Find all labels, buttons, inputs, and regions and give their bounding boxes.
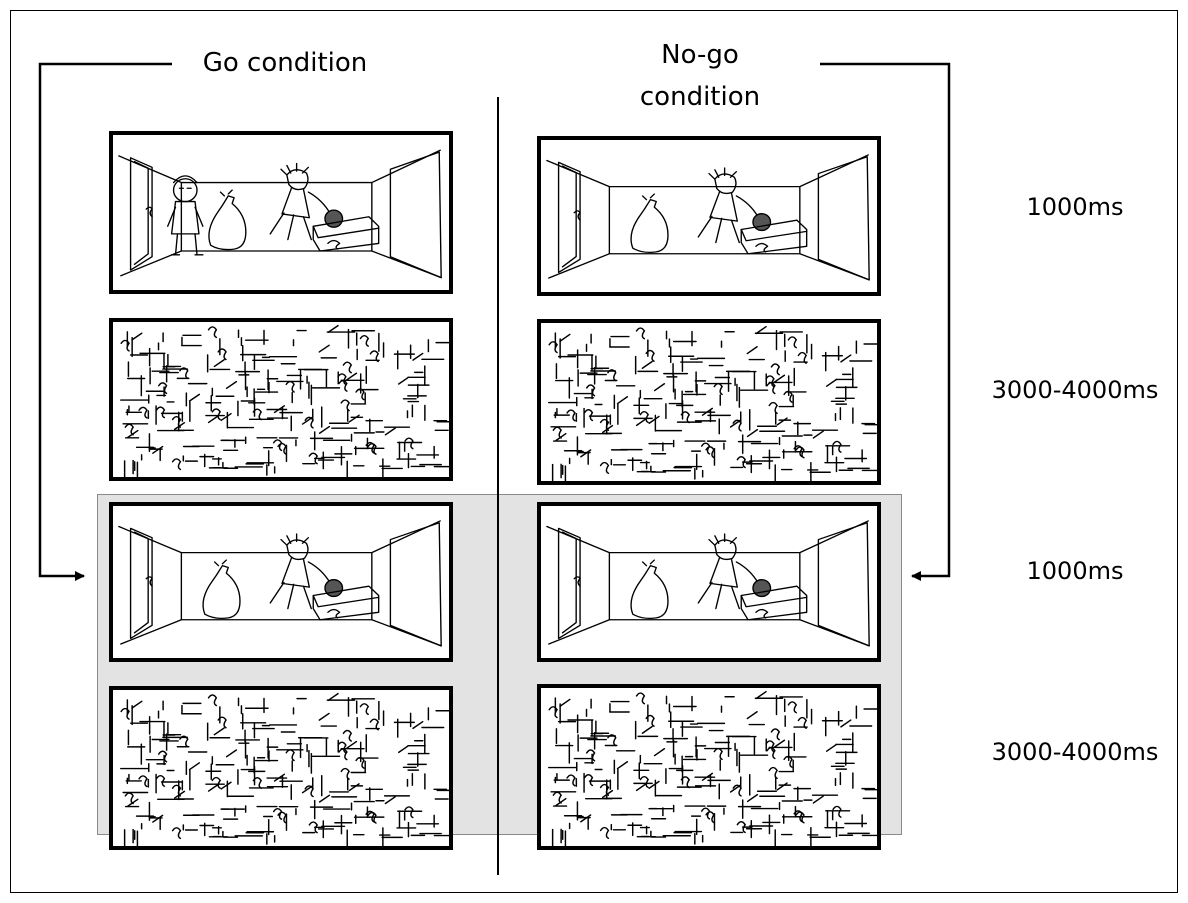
nogo-condition-header: No-go condition (625, 38, 775, 114)
scrambled-mask-image (548, 690, 877, 846)
timing-row3: 1000ms (1026, 557, 1124, 585)
scene-panel-row1-go (109, 131, 453, 294)
scene-panel-row3-go (109, 502, 453, 662)
scene-image (546, 154, 870, 281)
timing-row1: 1000ms (1026, 193, 1124, 221)
figure-frame (10, 10, 1178, 893)
scrambled-mask-image (548, 325, 877, 481)
scrambled-mask-image (120, 692, 449, 846)
mask-panel-row4-nogo (537, 684, 881, 850)
mask-panel-row2-nogo (537, 319, 881, 485)
timing-row4: 3000-4000ms (991, 738, 1159, 766)
mask-panel-row4-go (109, 686, 453, 850)
scene-panel-row3-nogo (537, 502, 881, 662)
scrambled-mask-image (120, 324, 449, 477)
scene-with-boy-image (118, 149, 442, 279)
go-condition-header: Go condition (202, 48, 368, 78)
timing-row2: 3000-4000ms (991, 376, 1159, 404)
nogo-header-line1: No-go (661, 40, 739, 70)
nogo-header-line2: condition (639, 82, 761, 112)
scene-image (546, 520, 870, 647)
scene-panel-row1-nogo (537, 136, 881, 296)
mask-panel-row2-go (109, 318, 453, 481)
condition-divider (497, 97, 499, 875)
scene-image (118, 520, 442, 647)
